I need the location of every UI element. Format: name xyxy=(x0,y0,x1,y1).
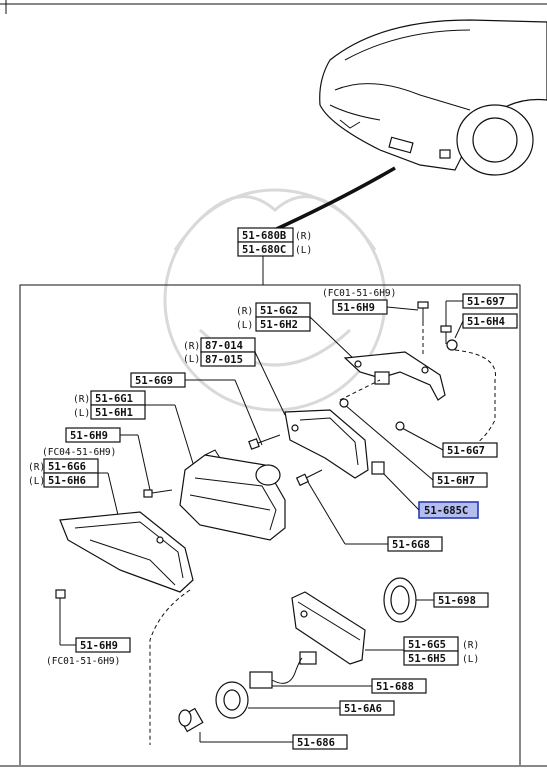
svg-text:(R): (R) xyxy=(462,640,479,651)
svg-text:87-014: 87-014 xyxy=(205,340,243,352)
label-ring-698: 51-698 xyxy=(416,592,489,608)
svg-text:51-685C: 51-685C xyxy=(424,505,468,517)
svg-text:(L): (L) xyxy=(183,354,200,365)
svg-text:51-6A6: 51-6A6 xyxy=(344,703,382,715)
lamp-cover-part xyxy=(59,511,194,593)
side-mark-l: (L) xyxy=(295,245,312,256)
svg-text:51-6H9: 51-6H9 xyxy=(70,430,108,442)
label-screw-6g8: 51-6G8 xyxy=(307,481,443,552)
car-front-illustration xyxy=(269,19,547,234)
svg-text:51-6G5: 51-6G5 xyxy=(408,639,446,651)
svg-text:51-6H6: 51-6H6 xyxy=(48,475,86,487)
label-screw-top: 51-6H9 xyxy=(332,299,419,315)
housing-part xyxy=(284,379,381,479)
svg-text:51-698: 51-698 xyxy=(438,595,476,607)
label-clip-6h7: 51-6H7 xyxy=(344,404,488,488)
svg-text:51-6H5: 51-6H5 xyxy=(408,653,446,665)
label-lens: (R) (L) 51-6G1 51-6H1 xyxy=(73,390,196,471)
svg-text:(L): (L) xyxy=(462,654,479,665)
harness-part xyxy=(249,651,372,689)
label-nut-6h4: 51-6H4 xyxy=(454,313,518,339)
assembly-l-text: 51-680C xyxy=(242,244,286,256)
svg-text:51-6G9: 51-6G9 xyxy=(135,375,173,387)
svg-text:51-6G7: 51-6G7 xyxy=(447,445,485,457)
bracket-note: (FC01-51-6H9) xyxy=(322,288,396,299)
svg-text:87-015: 87-015 xyxy=(205,354,243,366)
svg-text:51-6G6: 51-6G6 xyxy=(48,461,86,473)
svg-text:(L): (L) xyxy=(28,476,45,487)
label-assembly: 51-680B 51-680C (R) (L) xyxy=(237,227,312,285)
label-screw-mid: 51-6H9 xyxy=(65,427,151,491)
side-mark-r: (R) xyxy=(295,231,312,242)
svg-text:51-686: 51-686 xyxy=(297,737,335,749)
clip-685c-part xyxy=(371,461,385,475)
screw-mid-part xyxy=(143,489,173,498)
svg-text:51-6H4: 51-6H4 xyxy=(467,316,505,328)
label-harness-688: 51-688 xyxy=(371,678,427,694)
label-screw-6g9: 51-6G9 xyxy=(130,372,263,446)
svg-text:(R): (R) xyxy=(28,462,45,473)
mounting-bracket-part xyxy=(343,351,446,401)
label-housing: (R) (L) 87-014 87-015 xyxy=(183,337,286,416)
guide-line xyxy=(149,589,191,745)
assembly-r-text: 51-680B xyxy=(242,230,286,242)
svg-text:51-6G8: 51-6G8 xyxy=(392,539,430,551)
svg-text:(R): (R) xyxy=(236,306,253,317)
label-bracket: (R) (L) 51-6G2 51-6H2 xyxy=(236,302,356,361)
clip-6h7-part xyxy=(339,398,349,408)
label-bolt-697: 51-697 xyxy=(445,293,518,330)
svg-text:(L): (L) xyxy=(73,408,90,419)
washer-6g7-part xyxy=(395,421,405,431)
screw-6g8-part xyxy=(295,469,323,487)
svg-text:51-6H7: 51-6H7 xyxy=(437,475,475,487)
svg-text:(R): (R) xyxy=(183,341,200,352)
fog-lamp-lens-part xyxy=(179,449,286,541)
label-socket: 51-6G5 51-6H5 (R) (L) xyxy=(365,636,479,666)
mid-note: (FC04-51-6H9) xyxy=(42,447,116,458)
screw-top-part xyxy=(417,301,429,355)
bulb-686-part xyxy=(178,707,293,743)
label-washer-6g7: 51-6G7 xyxy=(401,427,498,458)
svg-text:51-6G1: 51-6G1 xyxy=(95,393,133,405)
svg-text:51-6H9: 51-6H9 xyxy=(80,640,118,652)
svg-text:51-6H2: 51-6H2 xyxy=(260,319,298,331)
assembly-frame xyxy=(19,284,521,765)
label-bulb-686: 51-686 xyxy=(292,734,348,750)
svg-text:51-697: 51-697 xyxy=(467,296,505,308)
svg-text:51-688: 51-688 xyxy=(376,681,414,693)
ring-698-part xyxy=(383,577,417,623)
screw-bottom-part xyxy=(55,589,76,646)
socket-part xyxy=(291,591,366,665)
bolt-nut-parts xyxy=(440,325,496,456)
svg-text:(R): (R) xyxy=(73,394,90,405)
bottom-note: (FC01-51-6H9) xyxy=(46,656,120,667)
label-highlight-685c[interactable]: 51-685C xyxy=(379,469,479,519)
label-cap-6a6: 51-6A6 xyxy=(339,700,395,716)
screw-6g9-part xyxy=(248,434,281,450)
svg-text:51-6H9: 51-6H9 xyxy=(337,302,375,314)
cap-6a6-part xyxy=(215,681,340,719)
svg-text:51-6H1: 51-6H1 xyxy=(95,407,133,419)
label-cover: (R) (L) 51-6G6 51-6H6 xyxy=(28,458,119,516)
label-screw-bottom: 51-6H9 xyxy=(75,637,131,653)
svg-text:(L): (L) xyxy=(236,320,253,331)
svg-text:51-6G2: 51-6G2 xyxy=(260,305,298,317)
